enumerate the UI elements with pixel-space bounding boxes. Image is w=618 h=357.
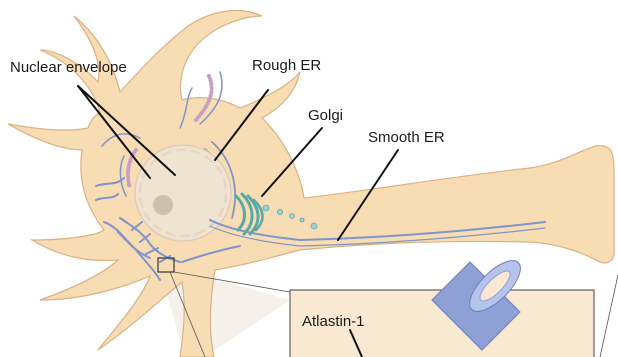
inset-panel xyxy=(290,253,594,357)
label-smooth-er: Smooth ER xyxy=(368,129,445,146)
label-atlastin: Atlastin-1 xyxy=(302,313,365,330)
nucleolus xyxy=(153,195,173,215)
label-golgi: Golgi xyxy=(308,107,343,124)
magnify-line xyxy=(600,275,618,357)
label-rough-er: Rough ER xyxy=(252,57,321,74)
label-nuclear-envelope: Nuclear envelope xyxy=(10,59,127,76)
